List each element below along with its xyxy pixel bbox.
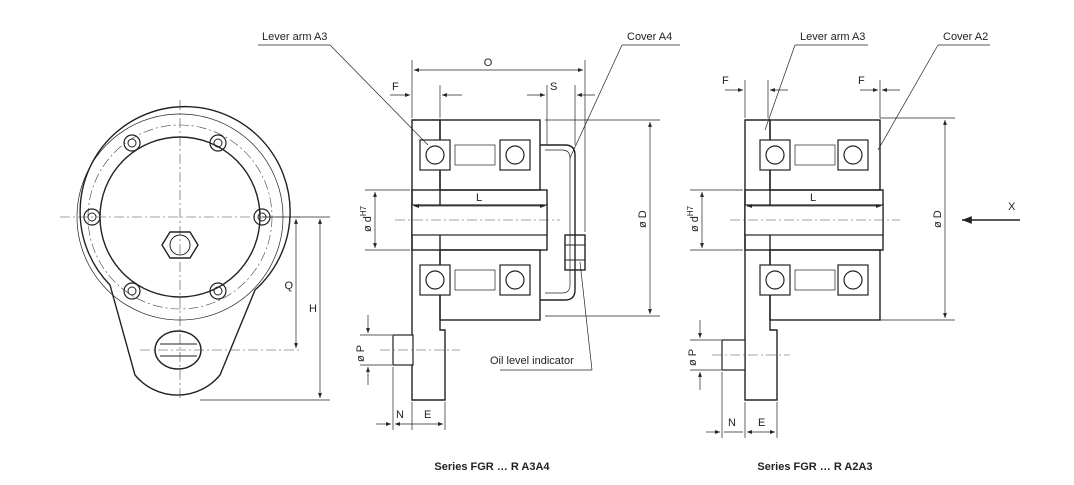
dim-d-label: ø dH7 [686, 205, 701, 232]
dim-l-label: L [476, 192, 482, 204]
oil-level-indicator-label: Oil level indicator [490, 355, 574, 367]
dim-bigd-label: ø D [932, 210, 944, 228]
dim-l-label: L [810, 192, 816, 204]
dim-p-label: ø P [687, 349, 699, 366]
dim-bigd-label: ø D [637, 210, 649, 228]
dim-d-label: ø dH7 [359, 205, 374, 232]
dim-n-label: N [728, 417, 736, 429]
dim-e-label: E [424, 409, 431, 421]
dim-e-label: E [758, 417, 765, 429]
section-a2a3: F F L ø dH7 ø D X ø P N E [686, 31, 1020, 438]
front-view: Q H [60, 100, 330, 401]
dim-o-label: O [484, 57, 493, 69]
section-a3a4: O F S L ø dH7 ø D ø P [258, 31, 680, 430]
dim-f-label: F [392, 81, 399, 93]
view-arrow-x-label: X [1008, 201, 1016, 213]
cover-a4-label: Cover A4 [627, 31, 672, 43]
dim-f2-label: F [858, 75, 865, 87]
caption-a2a3: Series FGR … R A2A3 [757, 461, 872, 473]
dim-q-label: Q [284, 280, 293, 292]
lever-arm-a3-label: Lever arm A3 [262, 31, 327, 43]
dim-h-label: H [309, 303, 317, 315]
caption-a3a4: Series FGR … R A3A4 [434, 461, 550, 473]
dim-f1-label: F [722, 75, 729, 87]
lever-arm-a3-label: Lever arm A3 [800, 31, 865, 43]
dim-p-label: ø P [355, 345, 367, 362]
dim-s-label: S [550, 81, 557, 93]
cover-a2-label: Cover A2 [943, 31, 988, 43]
dim-n-label: N [396, 409, 404, 421]
